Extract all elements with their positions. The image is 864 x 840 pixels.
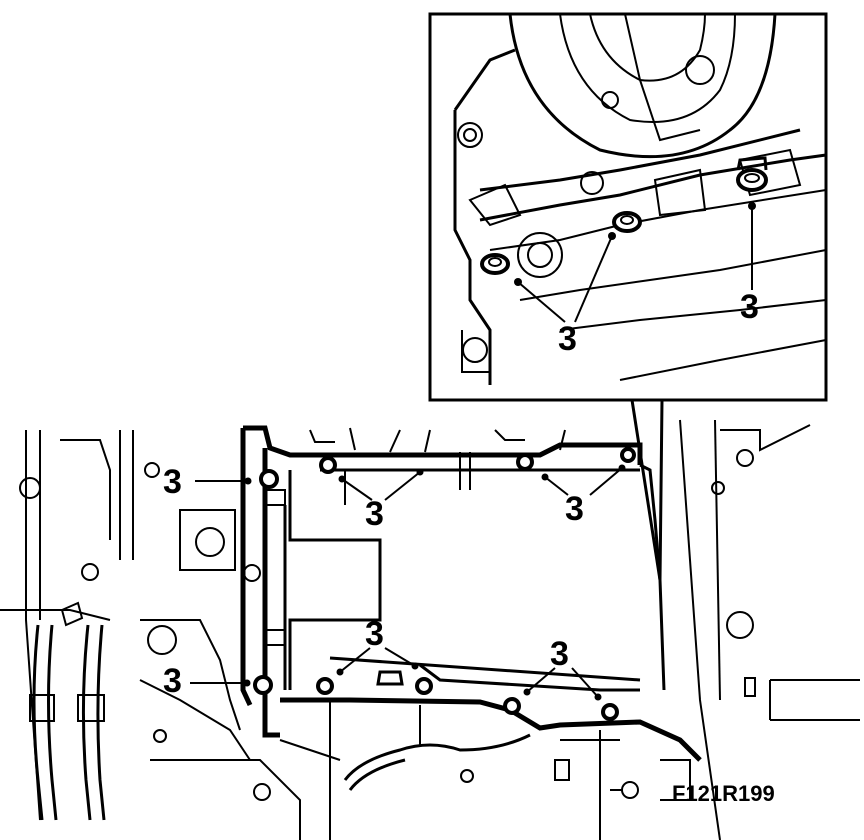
figure-id: F121R199 xyxy=(672,781,775,806)
inset-engine-block xyxy=(453,48,827,385)
inset-bolts xyxy=(480,156,768,275)
main-view: 3 3 3 3 3 3 xyxy=(0,419,860,840)
oil-pan xyxy=(240,425,702,762)
callout-label: 3 xyxy=(163,662,182,700)
callout-label: 3 xyxy=(558,320,577,358)
bolt xyxy=(620,447,636,463)
hoses xyxy=(29,601,106,821)
bolt xyxy=(259,469,279,489)
left-components xyxy=(139,509,301,840)
bottom-components xyxy=(279,700,570,840)
bolt xyxy=(503,697,521,715)
bolt xyxy=(415,677,433,695)
callout-label: 3 xyxy=(550,635,569,673)
inset-bolt xyxy=(736,156,768,192)
inset-bolt xyxy=(480,253,510,275)
bolt xyxy=(253,675,273,695)
inset-pulley xyxy=(508,13,777,159)
right-side-components xyxy=(560,419,860,840)
top-spurs xyxy=(309,427,566,453)
bolt xyxy=(316,677,334,695)
callout-label: 3 xyxy=(740,288,759,326)
inset-leader-lines xyxy=(514,202,756,323)
main-bolts xyxy=(253,447,636,721)
callout-label: 3 xyxy=(365,615,384,653)
inset-frame xyxy=(428,12,828,402)
callout-label: 3 xyxy=(565,490,584,528)
bolt xyxy=(319,456,337,474)
callout-label: 3 xyxy=(365,495,384,533)
main-leader-lines xyxy=(190,464,626,701)
left-frame-rails xyxy=(0,430,160,821)
inset-bolt xyxy=(612,211,642,233)
inset-detail-view: 3 3 xyxy=(428,12,828,402)
callout-label: 3 xyxy=(163,463,182,501)
bolt xyxy=(516,453,534,471)
bolt xyxy=(601,703,619,721)
